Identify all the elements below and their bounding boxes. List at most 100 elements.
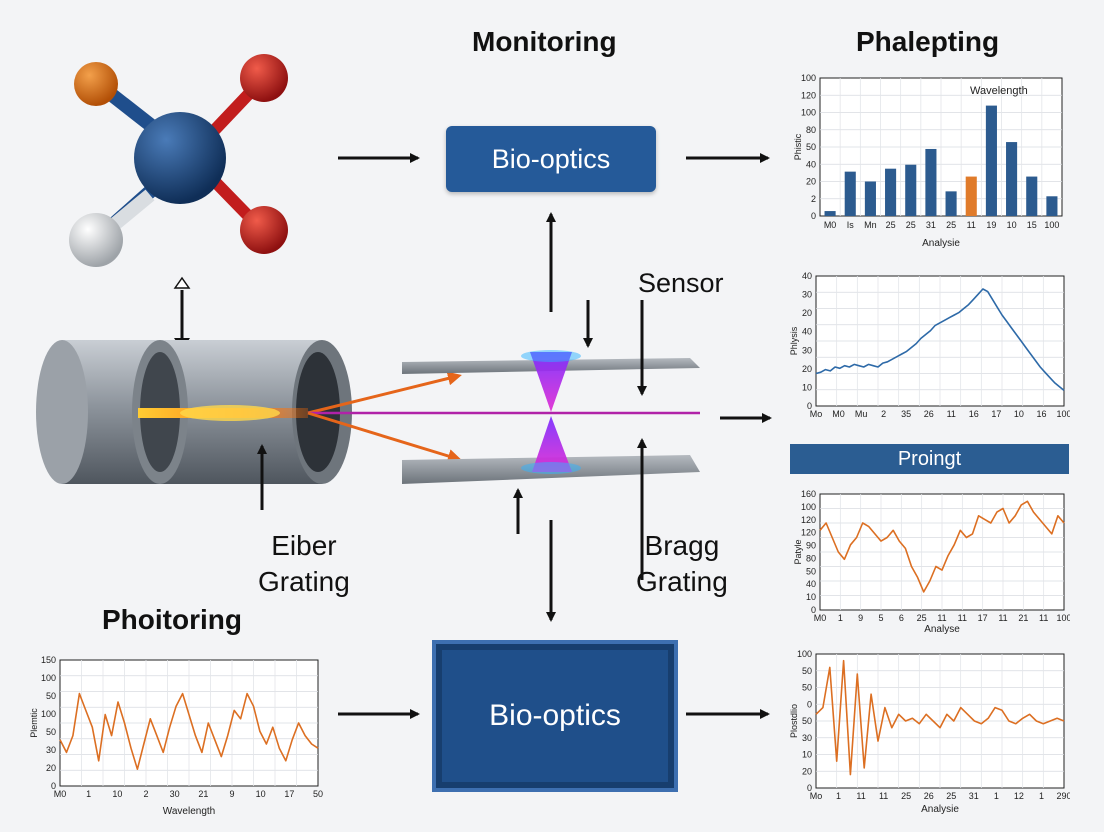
y-axis-label: Phlysis <box>789 326 799 355</box>
y-tick-label: 30 <box>802 733 812 743</box>
y-tick-label: 20 <box>806 177 816 187</box>
x-tick-label: 25 <box>901 791 911 801</box>
y-tick-label: 90 <box>806 541 816 551</box>
y-tick-label: 0 <box>51 781 56 791</box>
bar <box>1046 196 1058 216</box>
y-tick-label: 80 <box>806 553 816 563</box>
y-tick-label: 50 <box>802 716 812 726</box>
phoitoring-title: Phoitoring <box>102 604 242 635</box>
y-axis-label: Plemtic <box>29 708 39 738</box>
x-tick-label: 26 <box>924 791 934 801</box>
y-tick-label: 40 <box>802 271 812 281</box>
x-tick-label: 1 <box>1039 791 1044 801</box>
x-tick-label: 11 <box>967 220 976 230</box>
bar <box>985 105 997 216</box>
series-line <box>819 500 1065 593</box>
bar <box>824 211 836 216</box>
fiber-pipe-icon <box>36 340 352 484</box>
x-tick-label: 1 <box>994 791 999 801</box>
y-tick-label: 20 <box>46 763 56 773</box>
x-tick-label: Mn <box>864 220 877 230</box>
x-tick-label: 31 <box>926 220 936 230</box>
x-tick-label: 19 <box>986 220 996 230</box>
series-line <box>815 659 1065 776</box>
y-tick-label: 120 <box>801 515 816 525</box>
x-tick-label: 100 <box>1056 613 1070 623</box>
x-tick-label: Mu <box>855 409 868 419</box>
monitoring-title: Monitoring <box>472 26 617 57</box>
grid <box>820 78 1062 216</box>
x-tick-label: 31 <box>969 791 979 801</box>
bar <box>945 191 957 216</box>
x-tick-label: M0 <box>824 220 837 230</box>
x-tick-label: 11 <box>856 791 865 801</box>
x-axis-label: Wavelength <box>163 806 215 817</box>
y-tick-label: 0 <box>807 783 812 793</box>
y-tick-label: 20 <box>802 364 812 374</box>
bar <box>965 176 977 216</box>
x-tick-label: Is <box>847 220 855 230</box>
x-tick-label: 2 <box>881 409 886 419</box>
x-tick-label: 35 <box>901 409 911 419</box>
grid <box>816 654 1064 788</box>
x-tick-label: Mo <box>810 791 823 801</box>
y-tick-label: 80 <box>806 125 816 135</box>
y-tick-label: 0 <box>811 211 816 221</box>
x-tick-label: M0 <box>814 613 827 623</box>
x-tick-label: 6 <box>899 613 904 623</box>
x-tick-label: 11 <box>937 613 946 623</box>
x-tick-label: 11 <box>1039 613 1048 623</box>
x-tick-label: M0 <box>54 789 67 799</box>
x-tick-label: 17 <box>978 613 988 623</box>
bar <box>864 181 876 216</box>
x-axis-label: Analysie <box>921 804 959 815</box>
y-tick-label: 50 <box>46 727 56 737</box>
y-axis-label: Patyle <box>793 539 803 564</box>
x-tick-label: 11 <box>879 791 888 801</box>
x-tick-label: 21 <box>198 789 208 799</box>
y-tick-label: 0 <box>807 401 812 411</box>
x-tick-label: 26 <box>924 409 934 419</box>
y-tick-label: 100 <box>801 73 816 83</box>
x-tick-label: 9 <box>229 789 234 799</box>
x-tick-label: 10 <box>1007 220 1017 230</box>
y-tick-label: 20 <box>802 766 812 776</box>
y-tick-label: 40 <box>806 159 816 169</box>
x-tick-label: 50 <box>313 789 323 799</box>
x-tick-label: 9 <box>858 613 863 623</box>
bar <box>844 171 856 216</box>
x-tick-label: 25 <box>946 791 956 801</box>
bar <box>885 168 897 216</box>
x-tick-label: 11 <box>958 613 967 623</box>
y-tick-label: 150 <box>41 655 56 665</box>
series-line <box>815 288 1065 392</box>
phalepting-title: Phalepting <box>856 26 1000 57</box>
series-line <box>59 692 319 770</box>
x-tick-label: M0 <box>832 409 845 419</box>
x-tick-label: 11 <box>998 613 1007 623</box>
x-tick-label: 25 <box>906 220 916 230</box>
x-tick-label: 1 <box>86 789 91 799</box>
bar <box>925 148 937 216</box>
y-tick-label: 50 <box>802 666 812 676</box>
molecule-icon <box>69 54 288 267</box>
y-tick-label: 50 <box>46 691 56 701</box>
proingt-banner: Proingt <box>790 444 1069 474</box>
bragg-grating-label: Bragg Grating <box>636 530 728 597</box>
chart-title: Wavelength <box>970 85 1028 97</box>
y-tick-label: 100 <box>797 649 812 659</box>
x-tick-label: 100 <box>1056 409 1070 419</box>
x-tick-label: 30 <box>170 789 180 799</box>
flow-arrows <box>257 153 772 719</box>
y-tick-label: 50 <box>806 566 816 576</box>
sensor-label: Sensor <box>638 268 724 298</box>
y-tick-label: 30 <box>802 290 812 300</box>
sensor-plates-icon <box>402 350 700 484</box>
x-tick-label: 16 <box>1036 409 1046 419</box>
y-tick-label: 50 <box>802 683 812 693</box>
x-tick-label: 1 <box>836 791 841 801</box>
x-tick-label: 5 <box>878 613 883 623</box>
